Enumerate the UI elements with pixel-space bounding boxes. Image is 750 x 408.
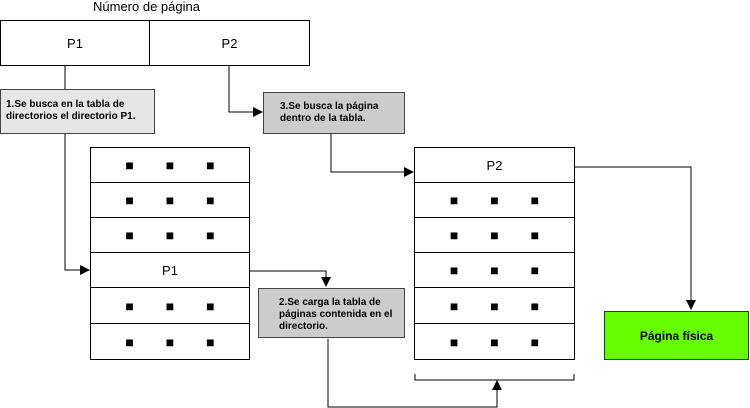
table-row: ■ ■ ■ <box>90 323 250 360</box>
directory-row-p1: P1 <box>90 252 250 288</box>
page-number-field-p2: P2 <box>149 20 310 66</box>
table-row: ■ ■ ■ <box>414 182 575 218</box>
step-3-note: 3.Se busca la página dentro de la tabla. <box>263 92 405 134</box>
step-2-note: 2.Se carga la tabla de páginas contenida… <box>258 288 405 338</box>
table-row: ■ ■ ■ <box>90 287 250 324</box>
physical-page-box: Página física <box>604 311 749 360</box>
table-row: ■ ■ ■ <box>90 147 250 183</box>
table-row: ■ ■ ■ <box>414 323 575 360</box>
table-row: ■ ■ ■ <box>414 287 575 324</box>
page-table-bracket <box>414 374 575 381</box>
table-row: ■ ■ ■ <box>90 217 250 253</box>
table-row: ■ ■ ■ <box>90 182 250 218</box>
table-row: ■ ■ ■ <box>414 217 575 253</box>
step-1-note: 1.Se busca en la tabla de directorios el… <box>0 89 155 134</box>
arrow-directory-to-step2 <box>250 270 331 287</box>
table-row: ■ ■ ■ <box>414 252 575 288</box>
directory-table: ■ ■ ■ ■ ■ ■ ■ ■ ■ P1 ■ ■ ■ ■ ■ ■ <box>90 147 250 360</box>
arrow-step3-to-page-table <box>330 134 414 177</box>
page-number-title: Número de página <box>93 0 200 14</box>
page-table-row-p2: P2 <box>414 147 575 183</box>
arrow-step2-to-page-table <box>327 339 502 408</box>
arrow-p1-to-directory <box>64 66 90 275</box>
page-table: P2 ■ ■ ■ ■ ■ ■ ■ ■ ■ ■ ■ ■ ■ ■ ■ <box>414 147 575 360</box>
arrow-p2-to-step3 <box>228 66 263 117</box>
page-number-field-p1: P1 <box>0 20 150 66</box>
arrow-page-table-to-physical <box>575 166 696 310</box>
